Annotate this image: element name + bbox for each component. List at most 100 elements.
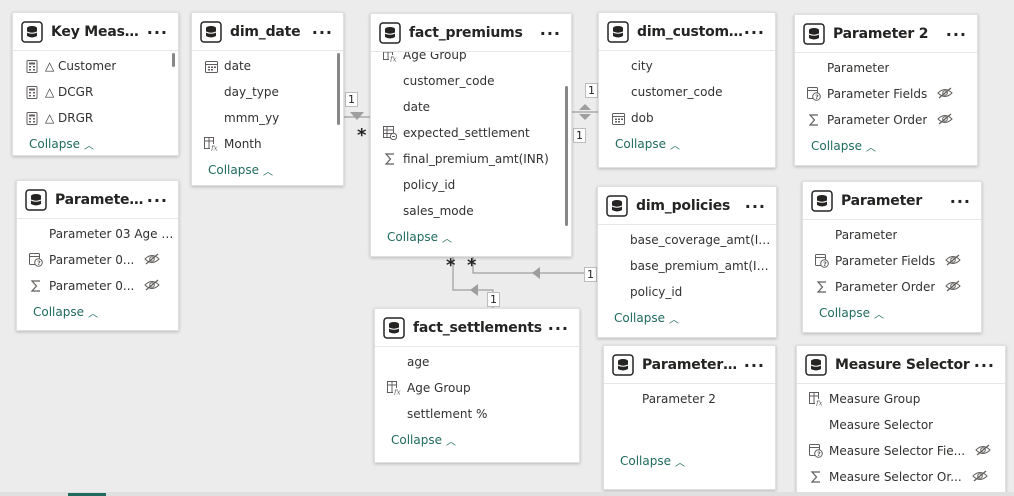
field-row-day-type[interactable]: day_type bbox=[192, 79, 343, 105]
table-header[interactable]: dim_policies... bbox=[598, 187, 776, 225]
chevron-up-icon: ︿ bbox=[263, 166, 273, 178]
table-card-parameter-table[interactable]: ParameterTable... Parameter 2 Collapse︿ bbox=[603, 345, 776, 490]
collapse-button[interactable]: Collapse︿ bbox=[803, 300, 981, 326]
more-options-icon[interactable]: ... bbox=[547, 314, 569, 334]
collapse-button[interactable]: Collapse︿ bbox=[599, 131, 775, 157]
scrollbar[interactable] bbox=[172, 53, 175, 67]
table-header[interactable]: Measure Selector... bbox=[797, 346, 1005, 384]
more-options-icon[interactable]: ... bbox=[743, 18, 765, 38]
collapse-button[interactable]: Collapse︿ bbox=[17, 299, 178, 325]
field-row-customer-code[interactable]: customer_code bbox=[371, 68, 571, 94]
more-options-icon[interactable]: ... bbox=[949, 187, 971, 207]
field-row-drgr[interactable]: △ DRGR bbox=[13, 105, 178, 131]
table-card-key-measures[interactable]: Key Measures...△ Customer△ DCGR△ DRGRCol… bbox=[12, 12, 179, 156]
hidden-eye-icon[interactable] bbox=[144, 253, 161, 268]
table-card-dim-policies[interactable]: dim_policies...base_coverage_amt(INR)bas… bbox=[597, 186, 777, 338]
table-header[interactable]: fact_settlements... bbox=[375, 309, 579, 347]
active-page-tab-indicator[interactable] bbox=[68, 493, 106, 496]
field-row-measure-selector[interactable]: Measure Selector bbox=[797, 412, 1005, 438]
hidden-eye-icon[interactable] bbox=[937, 87, 953, 102]
field-row-dcgr[interactable]: △ DCGR bbox=[13, 79, 178, 105]
field-row-customer-code[interactable]: customer_code bbox=[599, 79, 775, 105]
table-header[interactable]: dim_customer... bbox=[599, 13, 775, 51]
field-row-parameter[interactable]: Parameter bbox=[795, 55, 977, 81]
more-options-icon[interactable]: ... bbox=[311, 18, 333, 38]
hidden-eye-icon[interactable] bbox=[937, 113, 954, 128]
field-row-base-coverage-amt-inr[interactable]: base_coverage_amt(INR) bbox=[598, 227, 776, 253]
field-row-base-premium-amt-inr[interactable]: base_premium_amt(INR) bbox=[598, 253, 776, 279]
table-header[interactable]: Key Measures... bbox=[13, 13, 178, 51]
field-row-parameter-2[interactable]: Parameter 2 bbox=[610, 386, 775, 412]
more-options-icon[interactable]: ... bbox=[744, 192, 766, 212]
field-row-parameter-0[interactable]: Parameter 0... bbox=[17, 273, 178, 299]
hidden-eye-icon[interactable] bbox=[975, 444, 991, 459]
field-row-mmm-yy[interactable]: mmm_yy bbox=[192, 105, 343, 131]
table-icon bbox=[805, 353, 827, 376]
field-row-parameter-0[interactable]: ?Parameter 0... bbox=[17, 247, 178, 273]
field-row-parameter-fields[interactable]: ?Parameter Fields bbox=[803, 248, 981, 274]
collapse-button[interactable]: Collapse︿ bbox=[371, 224, 571, 250]
field-name: mmm_yy bbox=[224, 111, 280, 125]
collapse-button[interactable]: Collapse︿ bbox=[598, 305, 776, 331]
field-row-policy-id[interactable]: policy_id bbox=[371, 172, 571, 198]
scrollbar[interactable] bbox=[565, 86, 568, 226]
field-row-city[interactable]: city bbox=[599, 53, 775, 79]
table-header[interactable]: dim_date... bbox=[192, 13, 343, 51]
hidden-eye-icon[interactable] bbox=[945, 280, 962, 295]
table-card-parameter-2[interactable]: Parameter 2...Parameter?Parameter Fields… bbox=[794, 14, 978, 166]
field-row-policy-id[interactable]: policy_id bbox=[598, 279, 776, 305]
more-options-icon[interactable]: ... bbox=[146, 186, 168, 206]
table-header[interactable]: Parameter... bbox=[803, 182, 981, 220]
table-header[interactable]: Parameter 2... bbox=[795, 15, 977, 53]
field-row-dob[interactable]: dob bbox=[599, 105, 775, 131]
field-row-customer[interactable]: △ Customer bbox=[13, 53, 178, 79]
field-row-measure-selector-fie[interactable]: ?Measure Selector Fie... bbox=[797, 438, 1005, 464]
field-row-parameter-03-age-gr[interactable]: Parameter 03 Age Gr... bbox=[17, 221, 178, 247]
collapse-label: Collapse bbox=[29, 137, 80, 151]
field-row-parameter-fields[interactable]: ?Parameter Fields bbox=[795, 81, 977, 107]
hidden-eye-icon[interactable] bbox=[971, 470, 988, 485]
field-row-sales-mode[interactable]: sales_mode bbox=[371, 198, 571, 224]
collapse-button[interactable]: Collapse︿ bbox=[192, 157, 343, 183]
table-card-parameter-03[interactable]: Parameter 0......Parameter 03 Age Gr...?… bbox=[16, 180, 179, 331]
field-row-final-premium-amt-inr[interactable]: final_premium_amt(INR) bbox=[371, 146, 571, 172]
hidden-eye-icon[interactable] bbox=[945, 254, 961, 269]
more-options-icon[interactable]: ... bbox=[146, 18, 168, 38]
field-row-parameter[interactable]: Parameter bbox=[803, 222, 981, 248]
field-row-settlement[interactable]: settlement % bbox=[375, 401, 579, 427]
more-options-icon[interactable]: ... bbox=[945, 20, 967, 40]
field-row-date[interactable]: date bbox=[371, 94, 571, 120]
field-row-measure-selector-or[interactable]: Measure Selector Or... bbox=[797, 464, 1005, 490]
collapse-button[interactable]: Collapse︿ bbox=[375, 427, 579, 453]
collapse-button[interactable]: Collapse︿ bbox=[795, 133, 977, 159]
table-header[interactable]: Parameter 0...... bbox=[17, 181, 178, 219]
more-options-icon[interactable]: ... bbox=[973, 351, 995, 371]
more-options-icon[interactable]: ... bbox=[743, 351, 765, 371]
collapse-button[interactable]: Collapse︿ bbox=[604, 448, 775, 474]
field-row-expected-settlement[interactable]: expected_settlement bbox=[371, 120, 571, 146]
field-row-parameter-order[interactable]: Parameter Order bbox=[795, 107, 977, 133]
field-row-parameter-order[interactable]: Parameter Order bbox=[803, 274, 981, 300]
field-name: Parameter Order bbox=[835, 280, 936, 294]
scrollbar[interactable] bbox=[337, 53, 340, 125]
chevron-up-icon: ︿ bbox=[88, 308, 98, 320]
field-name: △ Customer bbox=[45, 59, 117, 73]
hidden-eye-icon[interactable] bbox=[144, 279, 161, 294]
more-options-icon[interactable]: ... bbox=[539, 19, 561, 39]
field-name: Parameter 2 bbox=[642, 392, 716, 406]
field-row-age[interactable]: age bbox=[375, 349, 579, 375]
table-header[interactable]: ParameterTable... bbox=[604, 346, 775, 384]
relationship-line-policies[interactable] bbox=[472, 257, 597, 274]
collapse-button[interactable]: Collapse︿ bbox=[13, 131, 178, 155]
field-row-date[interactable]: date bbox=[192, 53, 343, 79]
table-header[interactable]: fact_premiums... bbox=[371, 14, 571, 52]
